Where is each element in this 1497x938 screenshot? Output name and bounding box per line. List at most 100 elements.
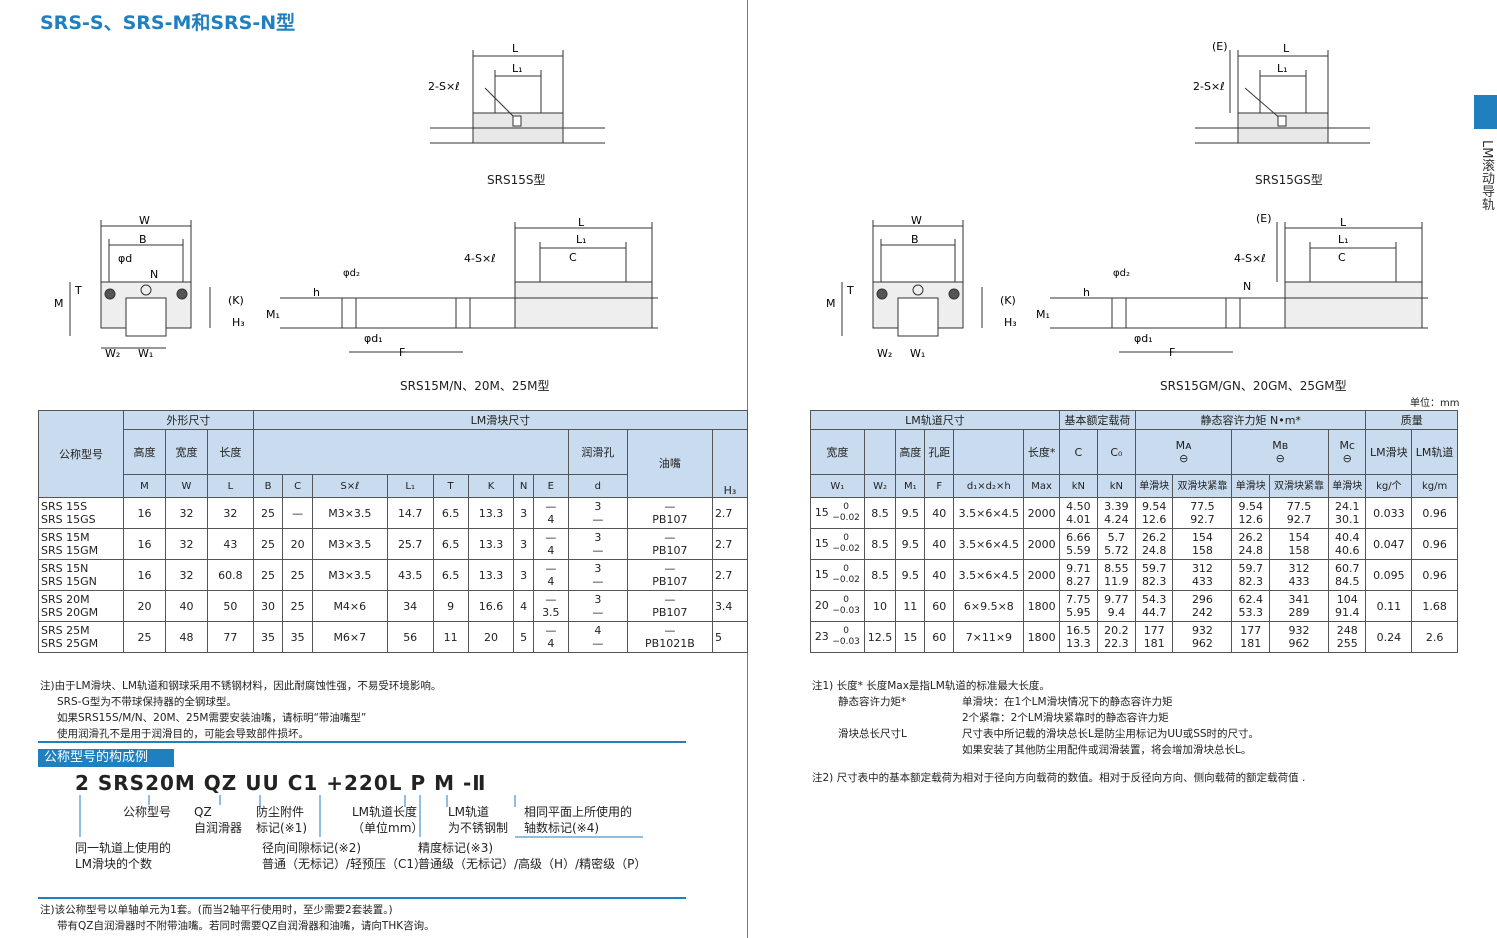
- cell-nip: —PB1021B: [626, 621, 713, 653]
- label-count-desc: LM滑块的个数: [75, 857, 153, 871]
- note-line: 注2) 尺寸表中的基本额定载荷为相对于径向方向载荷的数值。相对于反径向方向、侧向…: [812, 772, 1306, 784]
- th-W: W: [164, 474, 208, 498]
- cell-w2: 10: [863, 590, 897, 622]
- moment-icon: ⊖: [1179, 452, 1189, 465]
- dim-h: h: [1083, 286, 1090, 299]
- th-width: 宽度: [164, 429, 208, 475]
- dim-L: L: [1283, 42, 1290, 55]
- cell-kg2: 0.96: [1411, 497, 1458, 529]
- cell-m: 16: [123, 497, 166, 529]
- dim-d1: φd₁: [364, 332, 383, 345]
- cell-max: 2000: [1023, 528, 1060, 560]
- cell-d: 3—: [567, 528, 628, 560]
- label-model: 公称型号: [123, 805, 172, 819]
- dim-C: C: [569, 251, 577, 264]
- drawing-srs15gs: (E) L L₁ 2-S×ℓ: [1193, 40, 1370, 144]
- cell-f: 40: [924, 528, 955, 560]
- cell-b: 30: [252, 590, 284, 622]
- dim-L1: L₁: [512, 62, 523, 75]
- dim-T: T: [74, 284, 82, 297]
- cell-l1: 14.7: [386, 497, 434, 529]
- cell-w1: 15 0−0.02: [810, 528, 865, 560]
- cell-w2: 8.5: [863, 528, 897, 560]
- label-precision-desc: 普通级（无标记）/高级（H）/精密级（P）: [418, 857, 647, 871]
- th-dd: d₁×d₂×h: [953, 474, 1025, 498]
- dim-2Sl: 2-S×ℓ: [1193, 80, 1225, 93]
- label-precision: 精度标记(※3): [418, 841, 494, 855]
- cell-c: 20: [282, 528, 313, 560]
- th-L1: L₁: [386, 474, 434, 498]
- label-rail-length-unit: （单位mm）: [352, 821, 424, 835]
- th-M: M: [123, 474, 166, 498]
- cell-kg2: 0.96: [1411, 559, 1458, 591]
- caption-left-main: SRS15M/N、20M、25M型: [400, 379, 550, 393]
- drawing-left-side-view: 4-S×ℓ L L₁ C φd₂ h M₁ φd₁ F: [266, 216, 658, 359]
- cell-w: 32: [164, 559, 208, 591]
- cell-l: 60.8: [206, 559, 254, 591]
- dim-C: C: [1338, 251, 1346, 264]
- th-load: 基本额定载荷: [1058, 410, 1136, 430]
- cell-nip: —PB107: [626, 497, 713, 529]
- cell-l: 32: [206, 497, 254, 529]
- cell-h3: 3.4: [711, 590, 749, 622]
- cell-e: —4: [532, 559, 569, 591]
- label-clearance: 径向间隙标记(※2): [262, 841, 362, 855]
- dim-W1: W₁: [138, 347, 153, 360]
- dim-H3: H₃: [1004, 316, 1017, 329]
- cell-c: —: [282, 497, 313, 529]
- th-block: LM滑块尺寸: [252, 410, 749, 430]
- cell-l1: 56: [386, 621, 434, 653]
- cell-d: 3—: [567, 559, 628, 591]
- th-rail: LM轨道尺寸: [810, 410, 1060, 430]
- cell-t: 9: [432, 590, 469, 622]
- cell-h3: 2.7: [711, 559, 749, 591]
- cell-s: M6×7: [311, 621, 388, 653]
- dim-W2: W₂: [877, 347, 892, 360]
- cell-s: M3×3.5: [311, 559, 388, 591]
- note-line: 单滑块：在1个LM滑块情况下的静态容许力矩: [962, 696, 1173, 708]
- code-leader-lines: [79, 795, 643, 838]
- label-qz-desc: 自润滑器: [194, 821, 243, 835]
- cell-w1: 15 0−0.02: [810, 559, 865, 591]
- page-divider: [747, 0, 748, 938]
- label-rail-length: LM轨道长度: [352, 805, 418, 819]
- cell-d: 3—: [567, 590, 628, 622]
- cell-kg2: 1.68: [1411, 590, 1458, 622]
- dim-L: L: [578, 216, 585, 229]
- cell-l: 50: [206, 590, 254, 622]
- cell-w1: 20 0−0.03: [810, 590, 865, 622]
- dim-4Sl: 4-S×ℓ: [464, 252, 496, 265]
- section-rule: [38, 741, 686, 743]
- cell-d: 3—: [567, 497, 628, 529]
- moment-icon: ⊖: [1342, 452, 1352, 465]
- cell-k: 20: [467, 621, 515, 653]
- cell-dd: 6×9.5×8: [953, 590, 1025, 622]
- section-rule-bottom: [38, 897, 686, 899]
- cell-e: —3.5: [532, 590, 569, 622]
- cell-b: 25: [252, 528, 284, 560]
- caption-srs15s: SRS15S型: [487, 173, 546, 187]
- th-E: E: [532, 474, 569, 498]
- cell-nip: —PB107: [626, 528, 713, 560]
- cell-h3: 2.7: [711, 497, 749, 529]
- th-W2: W₂: [863, 474, 897, 498]
- cell-w1: 15 0−0.02: [810, 497, 865, 529]
- cell-k: 13.3: [467, 497, 515, 529]
- cell-max: 1800: [1023, 590, 1060, 622]
- cell-nip: —PB107: [626, 590, 713, 622]
- note-line: 使用润滑孔不是用于润滑目的，可能会导致部件损坏。: [57, 728, 309, 740]
- cell-b: 25: [252, 497, 284, 529]
- th-kN: kN: [1058, 474, 1098, 498]
- note-line: 注1) 长度* 长度Max是指LM轨道的标准最大长度。: [812, 680, 1050, 692]
